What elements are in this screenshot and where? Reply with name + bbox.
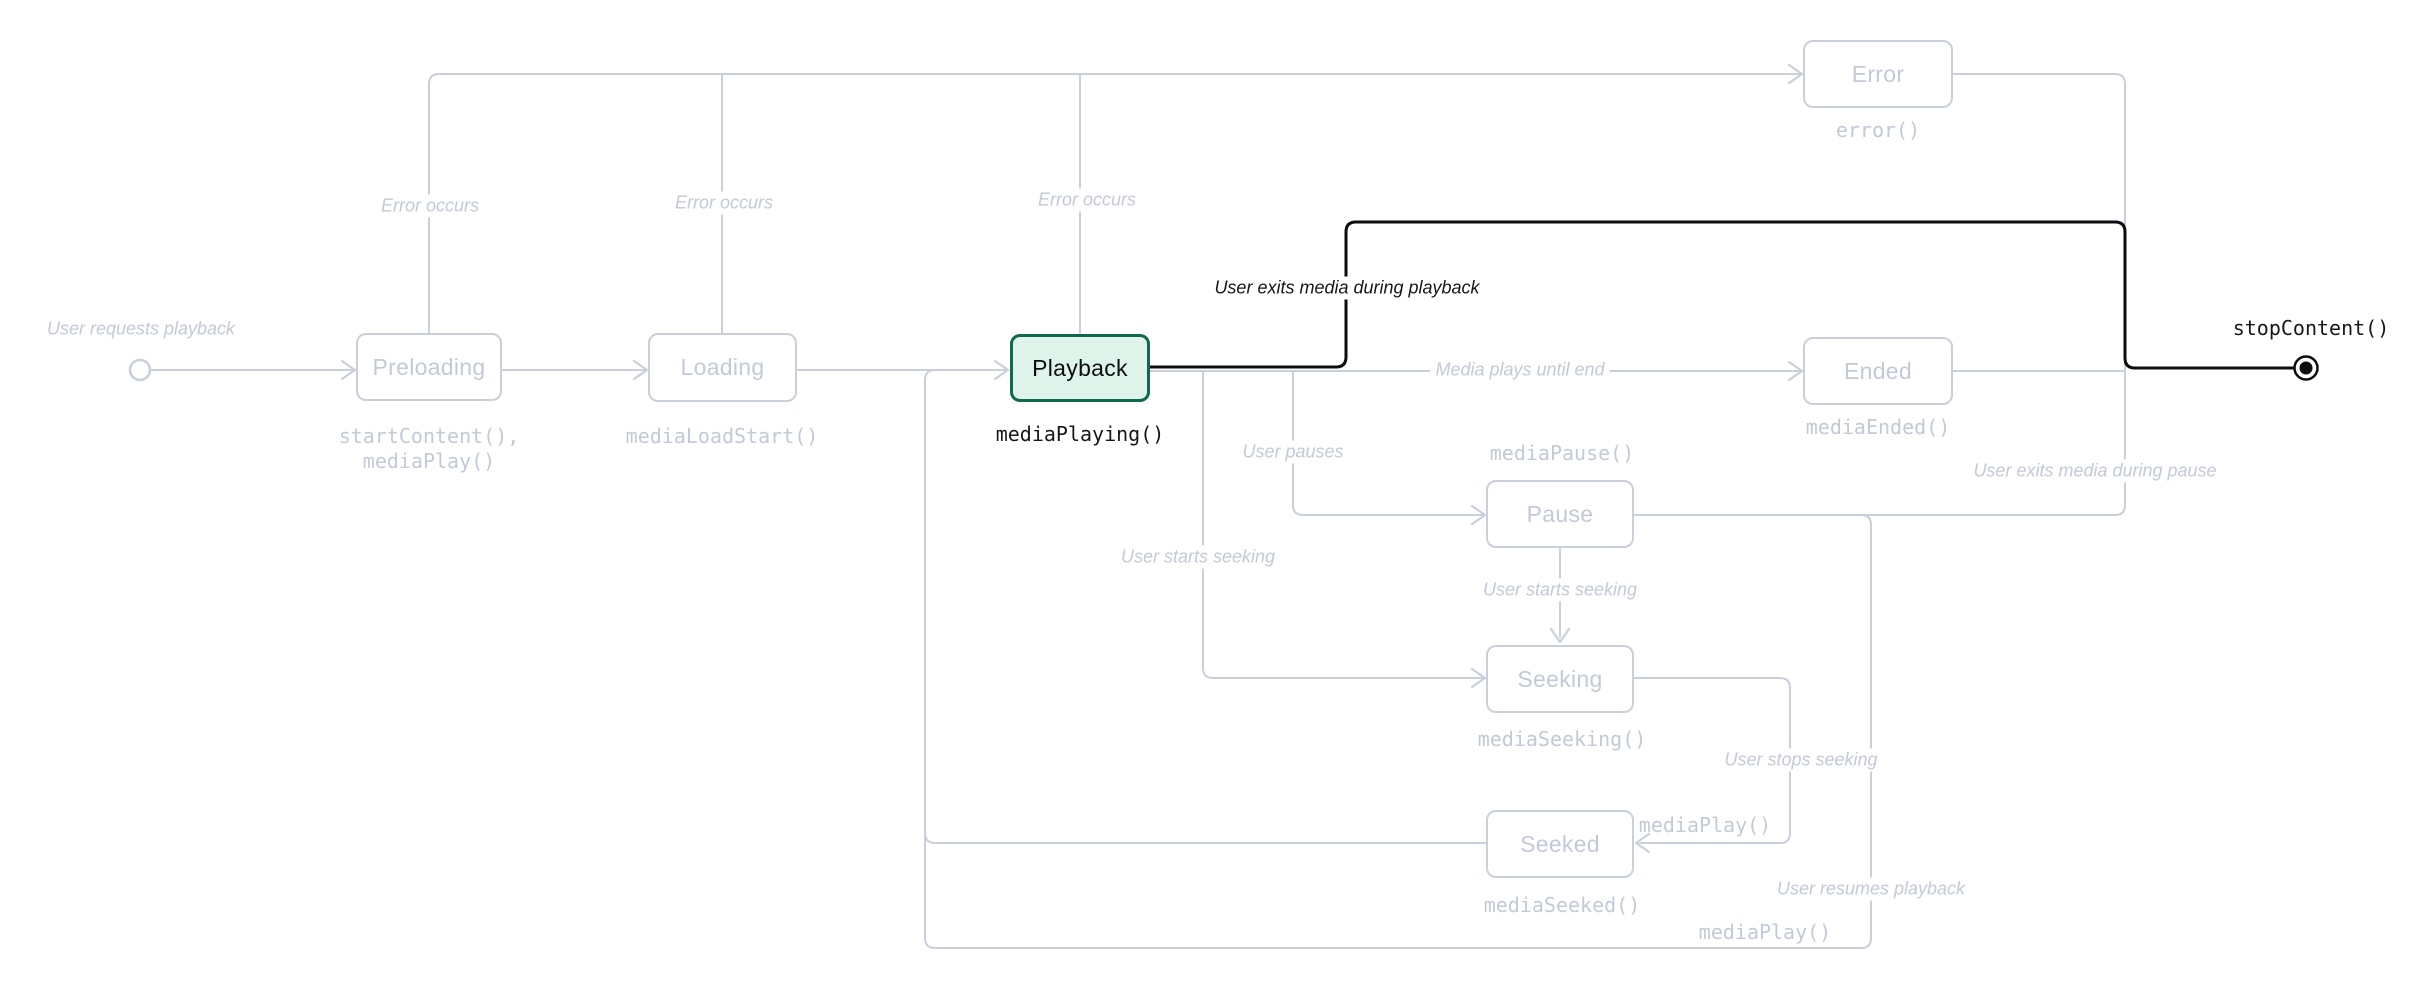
- state-ended-label: Ended: [1843, 357, 1912, 384]
- edge-playback-to-pause: [1292, 370, 1484, 516]
- state-playback-label: Playback: [1032, 354, 1128, 381]
- arrowhead-playback: [993, 359, 1010, 381]
- state-pause-label: Pause: [1526, 500, 1594, 527]
- loading-event: mediaLoadStart(): [625, 424, 819, 448]
- label-media-plays-until-end: Media plays until end: [1430, 358, 1610, 382]
- state-preloading: Preloading: [356, 333, 502, 401]
- seeking-seeked-fn-label: mediaPlay(): [1638, 813, 1772, 837]
- label-user-resumes-playback: User resumes playback: [1771, 877, 1971, 901]
- stop-content-fn-label: stopContent(): [2232, 316, 2390, 340]
- edge-pause-resume-playback: [924, 369, 1872, 949]
- label-user-exits-during-pause: User exits media during pause: [1968, 459, 2222, 483]
- arrowhead-ended: [1787, 360, 1804, 382]
- arrowhead-seeked: [1634, 832, 1651, 854]
- ended-event: mediaEnded(): [1805, 415, 1951, 439]
- pause-event: mediaPause(): [1489, 441, 1635, 465]
- state-error: Error: [1803, 40, 1953, 108]
- seeking-event: mediaSeeking(): [1477, 727, 1647, 751]
- end-state-marker: [2293, 355, 2319, 381]
- preloading-event-2: mediaPlay(): [362, 449, 496, 473]
- state-pause: Pause: [1486, 480, 1634, 548]
- start-state-marker: [128, 358, 152, 382]
- state-error-label: Error: [1851, 60, 1905, 87]
- edge-playback-to-end-highlighted: [1148, 220, 2296, 370]
- state-ended: Ended: [1803, 337, 1953, 405]
- arrowhead-preloading: [340, 359, 357, 381]
- error-event: error(): [1835, 118, 1921, 142]
- label-user-starts-seeking-1: User starts seeking: [1115, 545, 1281, 569]
- arrowhead-pause: [1470, 504, 1487, 526]
- label-user-pauses: User pauses: [1237, 440, 1349, 464]
- edge-playback-to-seeking: [1202, 370, 1484, 679]
- edge-error-to-end: [1952, 73, 2126, 503]
- state-seeking: Seeking: [1486, 645, 1634, 713]
- playback-event: mediaPlaying(): [995, 422, 1165, 446]
- state-seeking-label: Seeking: [1517, 665, 1603, 692]
- state-loading-label: Loading: [680, 354, 765, 380]
- state-seeked: Seeked: [1486, 810, 1634, 878]
- arrowhead-error: [1787, 63, 1804, 85]
- arrowhead-loading: [632, 359, 649, 381]
- edge-error-bundle-main: [428, 73, 1801, 334]
- state-playback-highlighted: Playback: [1010, 334, 1150, 402]
- resume-fn-label: mediaPlay(): [1698, 920, 1832, 944]
- state-loading: Loading: [648, 333, 797, 402]
- label-error-occurs-1: Error occurs: [375, 194, 485, 218]
- preloading-event-1: startContent(),: [338, 424, 520, 448]
- label-user-starts-seeking-2: User starts seeking: [1477, 578, 1643, 602]
- label-error-occurs-2: Error occurs: [669, 191, 779, 215]
- arrowhead-seeking-left: [1470, 667, 1487, 689]
- label-user-stops-seeking: User stops seeking: [1719, 748, 1883, 772]
- edge-pause-to-end: [1633, 377, 2126, 516]
- label-user-requests-playback: User requests playback: [41, 317, 241, 341]
- label-user-exits-during-playback: User exits media during playback: [1209, 276, 1485, 300]
- label-error-occurs-3: Error occurs: [1032, 188, 1142, 212]
- edge-seeked-to-playback: [924, 832, 1487, 844]
- state-preloading-label: Preloading: [372, 353, 486, 380]
- arrowhead-seeking-top: [1549, 627, 1571, 644]
- seeked-event: mediaSeeked(): [1483, 893, 1641, 917]
- state-seeked-label: Seeked: [1520, 830, 1600, 857]
